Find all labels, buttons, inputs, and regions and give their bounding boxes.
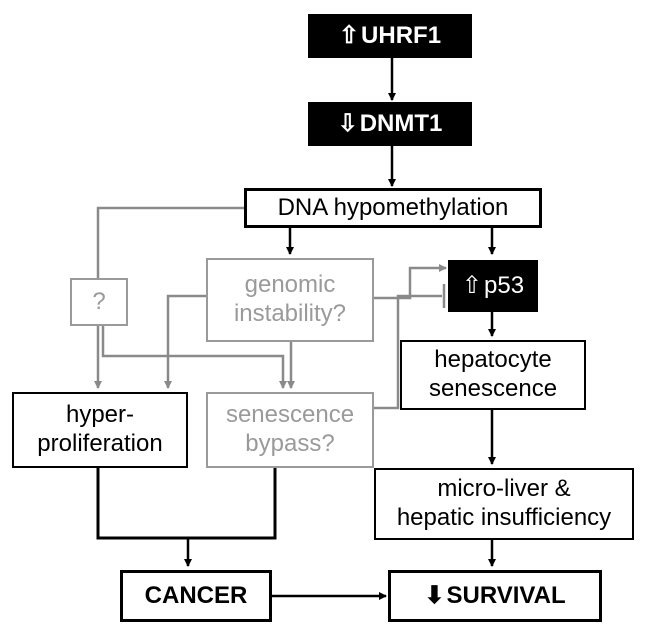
up-arrow-icon: ⇧ [461,271,483,299]
micro-liver-line2: hepatic insufficiency [396,504,612,531]
hepatocyte-senescence-line2: senescence [428,375,558,402]
p53-label: p53 [484,271,525,299]
inhibit-senbypass-p53 [374,294,442,410]
genomic-instability-node: genomic instability? [206,258,374,342]
question-node: ? [70,278,128,326]
cancer-label: CANCER [144,581,248,609]
senescence-bypass-line1: senescence [225,401,355,429]
senescence-bypass-line2: bypass? [245,430,335,457]
arrow-question-senbypass [101,325,287,389]
arrow-dna-question-hyper [94,206,244,389]
hyperproliferation-node: hyper- proliferation [12,392,188,468]
hyperproliferation-line1: hyper- [65,401,135,429]
hepatocyte-senescence-node: hepatocyte senescence [400,340,586,410]
uhrf1-label: UHRF1 [361,21,442,49]
down-arrow-icon: ⇩ [337,109,358,137]
uhrf1-node: ⇧ UHRF1 [308,14,472,58]
genomic-instability-line2: instability? [233,300,347,327]
arrow-genomic-p53 [374,264,447,300]
up-arrow-icon: ⇧ [338,21,360,49]
dna-hypomethylation-node: DNA hypomethylation [244,188,542,228]
hyperproliferation-line2: proliferation [37,430,163,457]
hepatocyte-senescence-line1: hepatocyte [434,346,552,374]
dna-hypomethylation-label: DNA hypomethylation [277,193,509,221]
down-arrow-icon: ⬇ [424,581,445,609]
p53-node: ⇧ p53 [448,260,538,312]
dnmt1-node: ⇩ DNMT1 [308,102,472,146]
question-label: ? [92,287,106,315]
micro-liver-node: micro-liver & hepatic insufficiency [374,468,634,540]
dnmt1-label: DNMT1 [359,109,443,137]
genomic-instability-line1: genomic [244,271,336,299]
survival-label: SURVIVAL [446,581,566,609]
arrow-to-cancer [96,466,277,540]
micro-liver-line1: micro-liver & [437,475,571,503]
cancer-node: CANCER [120,570,272,622]
arrow-genomic-hyper [164,294,206,389]
senescence-bypass-node: senescence bypass? [206,392,374,468]
survival-node: ⬇ SURVIVAL [388,570,602,622]
